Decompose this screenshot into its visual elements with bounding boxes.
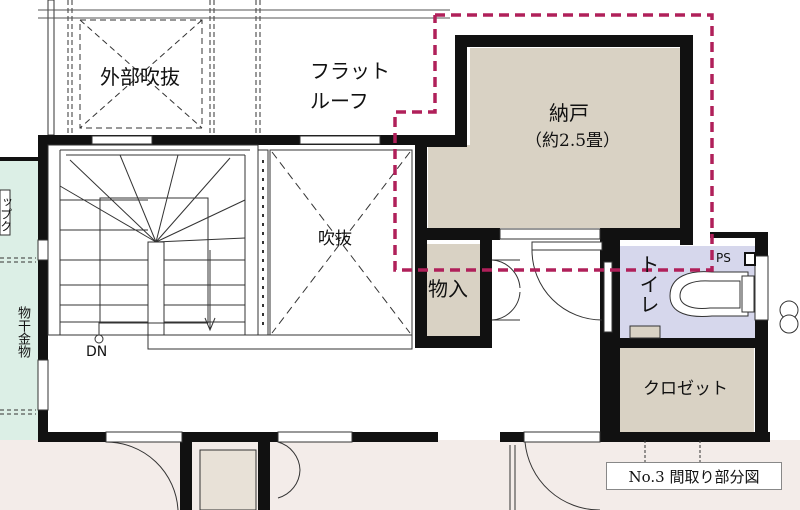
toilet-fixture: [629, 271, 755, 339]
staircase: [47, 144, 413, 350]
highlight-outline: [393, 13, 714, 272]
label-ps: PS: [716, 251, 731, 265]
label-flat-roof-line1: フラット: [310, 59, 390, 83]
windows: [37, 135, 769, 443]
label-storage-size: （約2.5畳）: [525, 131, 621, 151]
label-storage: 納戸: [549, 101, 589, 125]
label-toilet: トイレ: [636, 254, 660, 314]
storage-room: [470, 48, 680, 228]
label-small-closet: 物入: [428, 277, 468, 301]
label-exterior-void: 外部吹抜: [100, 65, 180, 89]
closet-area: [620, 348, 754, 432]
label-dn: DN: [86, 344, 108, 360]
small-closet-area: [425, 244, 480, 338]
label-void: 吹抜: [318, 229, 352, 249]
label-flat-roof-line2: ルーフ: [310, 89, 369, 113]
label-drying-hardware: 物干金物: [14, 306, 30, 358]
label-closet: クロゼット: [643, 379, 728, 399]
doors: [105, 241, 701, 510]
railing: [257, 149, 269, 336]
exterior-void: [38, 0, 450, 136]
label-balcony-partial: ップク: [0, 196, 13, 232]
void-area: [269, 149, 413, 336]
plan-caption: No.3 間取り部分図: [606, 462, 782, 490]
